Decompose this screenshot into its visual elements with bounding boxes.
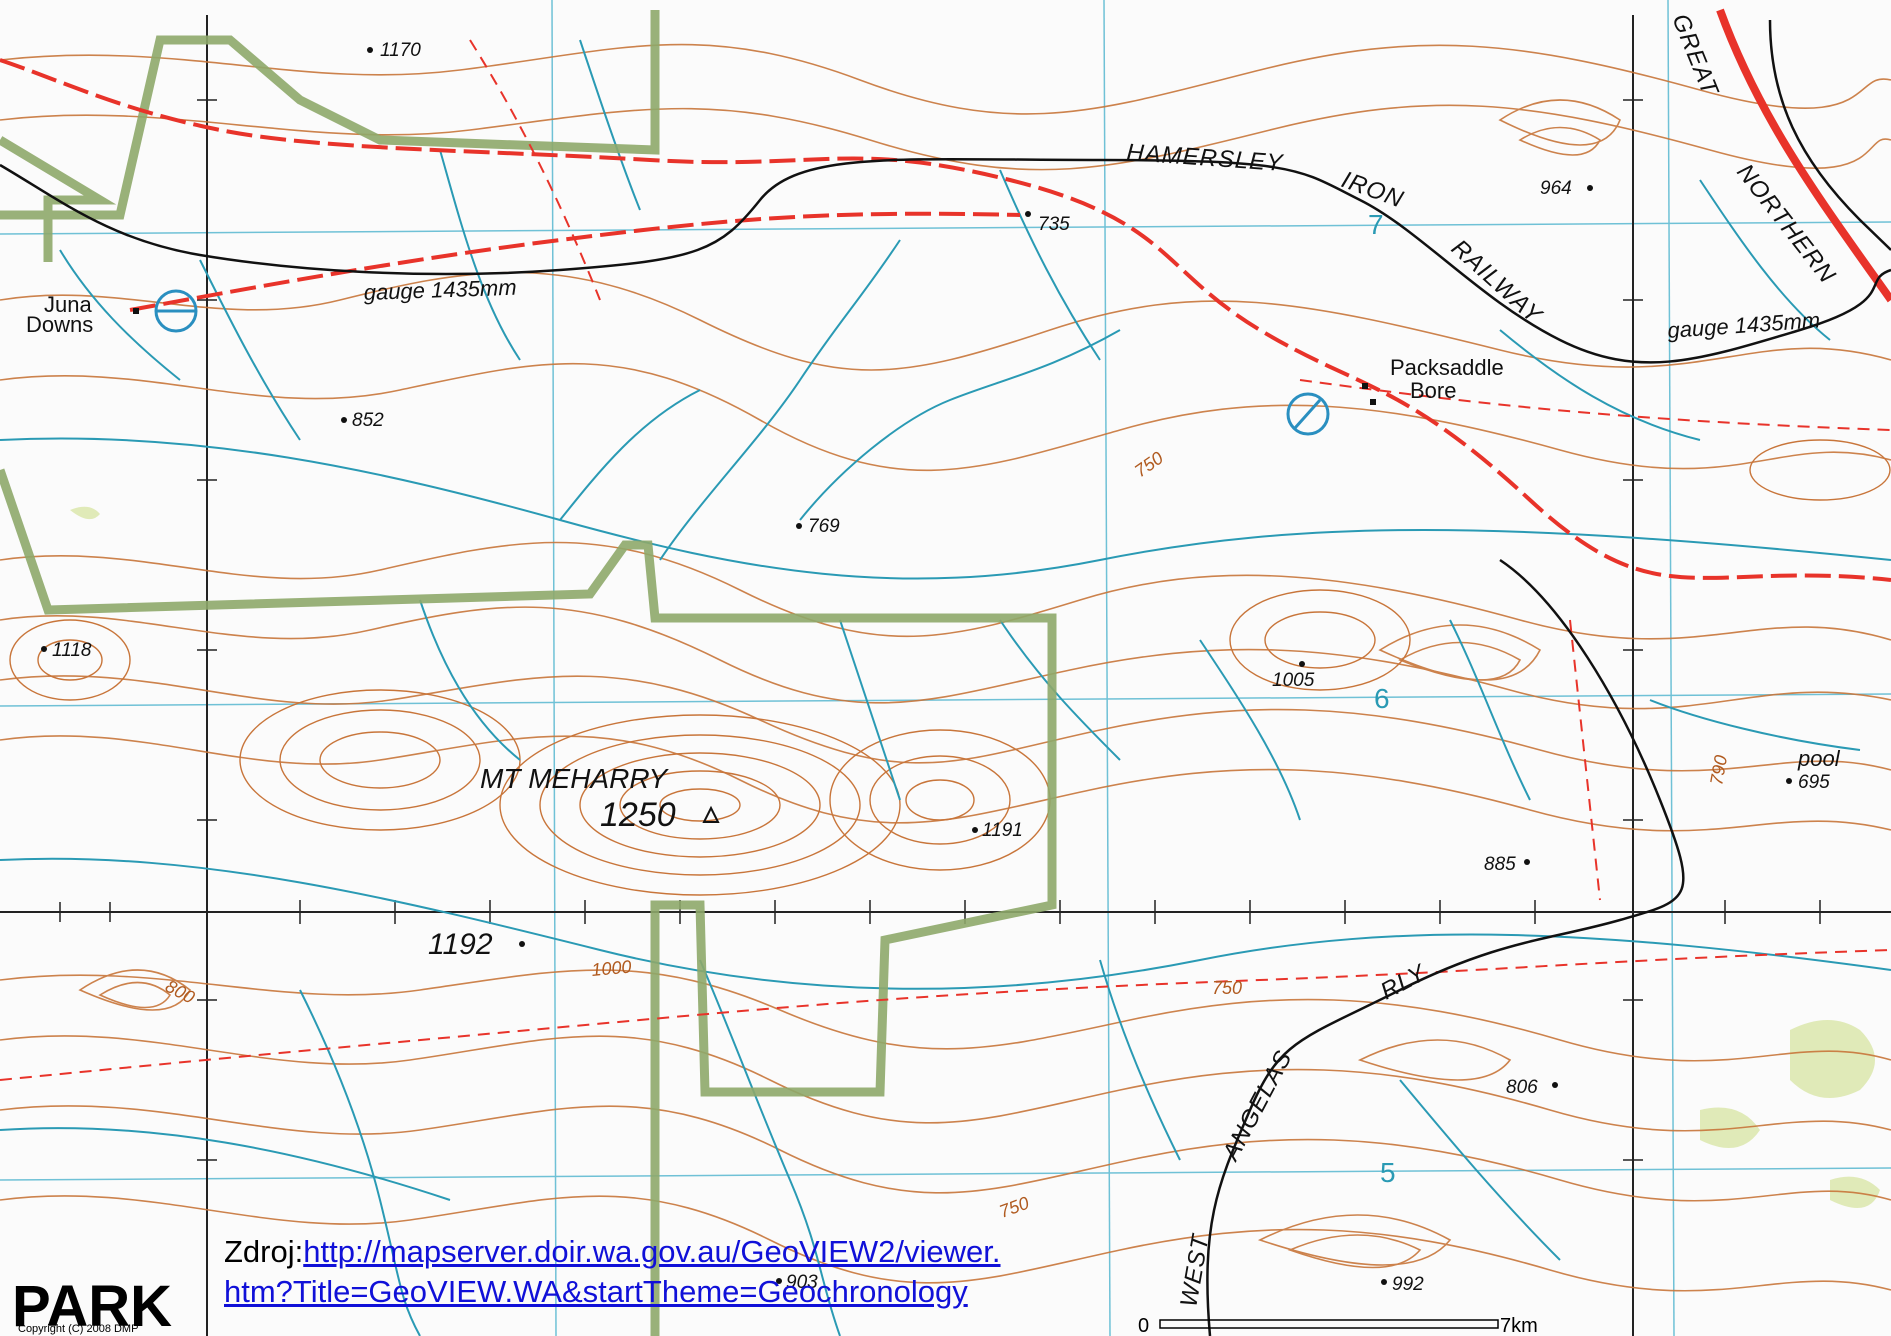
- scale-bar: 0 7km: [1138, 1315, 1538, 1336]
- height-1005: 1005: [1272, 670, 1315, 691]
- height-992: 992: [1392, 1274, 1424, 1295]
- height-1250: 1250: [600, 796, 676, 834]
- copyright-text: Copyright (C) 2008 DMP: [18, 1323, 138, 1335]
- spot-points: [41, 47, 1792, 1285]
- height-1118: 1118: [52, 640, 92, 661]
- grid-number-6: 6: [1374, 683, 1390, 714]
- source-citation: Zdroj:http://mapserver.doir.wa.gov.au/Ge…: [224, 1232, 1124, 1312]
- contour-1000: 1000: [591, 957, 633, 980]
- graticule: [0, 15, 1891, 1336]
- contour-750-mid: 750: [1212, 978, 1242, 998]
- label-downs: Downs: [26, 312, 93, 337]
- scale-start: 0: [1138, 1315, 1149, 1336]
- grid-number-labels: 7 6 5: [1368, 209, 1396, 1188]
- height-964: 964: [1540, 178, 1572, 199]
- height-806: 806: [1506, 1077, 1538, 1098]
- label-packsaddle: Packsaddle: [1390, 355, 1504, 380]
- height-769: 769: [808, 516, 840, 537]
- height-1191: 1191: [982, 820, 1023, 841]
- streams: [0, 39, 1891, 1336]
- source-link-line1: http://mapserver.doir.wa.gov.au/GeoVIEW2…: [303, 1234, 1001, 1269]
- label-mt-meharry: MT MEHARRY: [480, 763, 670, 794]
- source-link[interactable]: http://mapserver.doir.wa.gov.au/GeoVIEW2…: [224, 1234, 1001, 1309]
- railways: [0, 19, 1891, 1336]
- grid-number-5: 5: [1380, 1157, 1396, 1188]
- label-juna: Juna: [44, 292, 92, 317]
- bore-markers: [154, 289, 1330, 436]
- height-885: 885: [1484, 854, 1516, 875]
- label-gauge-left: gauge 1435mm: [363, 275, 517, 305]
- label-pool: pool: [1797, 746, 1841, 771]
- height-695: 695: [1798, 772, 1830, 793]
- vegetation-patches: [70, 506, 1880, 1208]
- height-903: 903: [786, 1272, 818, 1293]
- label-bore: Bore: [1410, 378, 1456, 403]
- height-1192: 1192: [428, 928, 493, 961]
- mountain-contours: [9, 439, 1891, 896]
- summit-triangle-icon: [702, 805, 720, 823]
- source-link-line2: htm?Title=GeoVIEW.WA&startTheme=Geochron…: [224, 1274, 968, 1309]
- grid-number-7: 7: [1368, 209, 1384, 240]
- spot-height-labels: 1170 735 964 852 769 1118 1005 695 1250 …: [52, 40, 1830, 1295]
- roads: [0, 8, 1891, 1081]
- height-1170: 1170: [380, 40, 421, 61]
- park-label: PARK: [12, 1274, 172, 1336]
- place-labels: Juna Downs Packsaddle Bore pool MT MEHAR…: [26, 292, 1841, 794]
- height-735: 735: [1038, 214, 1070, 235]
- park-boundary: [0, 10, 1057, 1336]
- scale-end: 7km: [1500, 1315, 1538, 1336]
- contour-lines: [0, 43, 1891, 1292]
- height-852: 852: [352, 410, 384, 431]
- source-prefix: Zdroj:: [224, 1234, 304, 1269]
